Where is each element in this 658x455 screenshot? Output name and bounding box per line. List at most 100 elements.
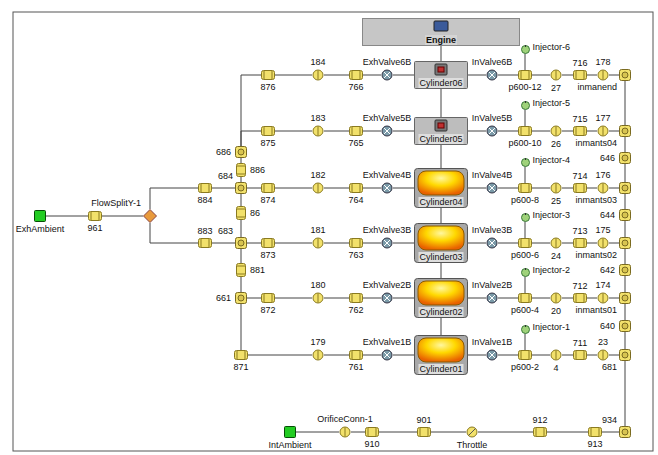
flow-connection [441, 208, 442, 223]
pipe-component: 912 [533, 427, 547, 437]
icon-shape [350, 127, 363, 136]
component-label: ExhValve3B [362, 225, 412, 235]
flowsplit-junction-icon [619, 264, 631, 276]
icon-shape [519, 294, 532, 303]
cylinder-block: Cylinder06 [414, 61, 468, 89]
icon-stroke [264, 294, 265, 302]
icon-shape [574, 127, 587, 136]
icon-shape [467, 427, 477, 437]
icon-shape [262, 239, 275, 248]
pipe-component-icon [261, 183, 275, 193]
pipe-component: 86 [236, 206, 246, 220]
flowsplit-junction-icon [235, 292, 247, 304]
icon-shape [551, 293, 561, 303]
component-label: 640 [599, 321, 616, 331]
component-label: ExhValve5B [362, 113, 412, 123]
icon-stroke [584, 184, 585, 192]
icon-shape [236, 183, 247, 194]
flowsplit-junction-icon [235, 182, 247, 194]
component-label: FlowSplitY-1 [90, 198, 142, 208]
icon-shape [350, 71, 363, 80]
icon-shape [622, 240, 628, 246]
icon-shape [598, 238, 608, 248]
icon-stroke [603, 351, 604, 360]
component-label: 761 [347, 362, 364, 372]
icon-stroke [576, 71, 577, 79]
component-label: 183 [309, 113, 326, 123]
icon-stroke [544, 428, 545, 436]
icon-shape [382, 126, 392, 136]
cylinder-block: Cylinder03 [414, 223, 468, 263]
orifice-component-icon [312, 292, 324, 304]
icon-shape [487, 350, 497, 360]
icon-shape [487, 183, 497, 193]
component-label: Throttle [456, 440, 489, 450]
icon-shape [415, 118, 468, 145]
pipe-component: 761 [349, 350, 363, 360]
injector-component-icon [521, 45, 530, 54]
icon-shape [238, 240, 244, 246]
icon-shape [236, 147, 247, 158]
icon-stroke [384, 128, 390, 134]
component-label: Cylinder02 [418, 307, 463, 317]
orifice-component-icon [550, 182, 562, 194]
injector-component-icon [521, 158, 530, 167]
icon-stroke [99, 212, 100, 220]
icon-stroke [237, 209, 245, 210]
icon-shape [551, 126, 561, 136]
flow-connection [587, 131, 597, 132]
icon-stroke [556, 239, 557, 248]
pipe-component-icon [349, 183, 363, 193]
icon-stroke [556, 71, 557, 80]
flowsplit-junction: 681 [619, 349, 631, 361]
flowsplit-junction-icon [619, 426, 631, 438]
component-label: 176 [594, 170, 611, 180]
component-label: InValve1B [471, 337, 513, 347]
flow-connection [609, 131, 619, 132]
icon-stroke [318, 184, 319, 193]
flow-connection [525, 222, 526, 239]
icon-shape [574, 294, 587, 303]
component-label: InValve5B [471, 113, 513, 123]
icon-shape [598, 183, 608, 193]
injector-component-icon [521, 213, 530, 222]
icon-shape [622, 72, 628, 78]
orifice-component-icon [550, 237, 562, 249]
flow-connection [562, 298, 573, 299]
icon-stroke [384, 240, 390, 246]
icon-stroke [237, 217, 245, 218]
icon-shape [519, 127, 532, 136]
flow-connection [609, 243, 619, 244]
icon-shape [313, 70, 323, 80]
flowsplit-junction: 646 [619, 152, 631, 164]
icon-stroke [428, 428, 429, 436]
icon-shape [519, 71, 532, 80]
flow-connection [241, 177, 242, 182]
icon-stroke [584, 351, 585, 359]
icon-stroke [521, 184, 522, 192]
flowsplit-junction: 934 [619, 426, 631, 438]
valve-component-icon [381, 69, 393, 81]
icon-shape [434, 21, 448, 31]
icon-stroke [489, 128, 495, 134]
flow-connection [241, 304, 242, 350]
component-label: inmanend [576, 82, 618, 92]
icon-shape [519, 184, 532, 193]
component-label: 765 [347, 138, 364, 148]
valve-component: InValve6B [486, 69, 498, 81]
component-label: 875 [259, 138, 276, 148]
icon-stroke [264, 127, 265, 135]
flow-connection [393, 75, 414, 76]
component-label: 872 [259, 305, 276, 315]
component-label: 681 [601, 362, 618, 372]
component-label: 766 [347, 82, 364, 92]
component-label: 25 [550, 196, 562, 206]
flow-connection [468, 355, 486, 356]
flow-connection [498, 243, 518, 244]
flow-connection [393, 188, 414, 189]
pipe-component-icon [518, 70, 532, 80]
icon-shape [350, 294, 363, 303]
icon-shape [598, 293, 608, 303]
pipe-component: p600-10 [518, 126, 532, 136]
pipe-component-icon [518, 238, 532, 248]
